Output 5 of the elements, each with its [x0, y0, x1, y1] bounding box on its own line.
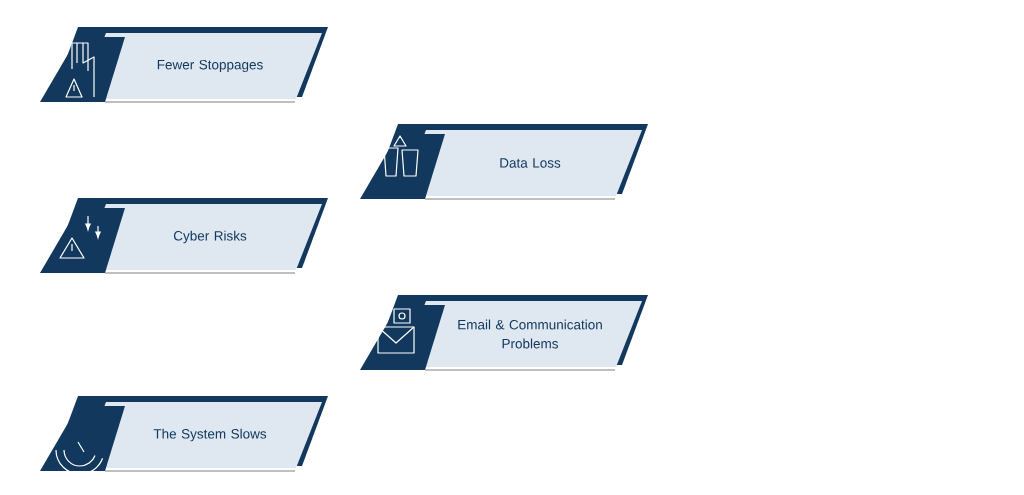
card: The System Slows — [40, 396, 328, 472]
card: Fewer Stoppages — [40, 27, 328, 103]
card: Data Loss — [360, 124, 648, 200]
card: Email & Communication Problems — [360, 295, 648, 371]
card: Cyber Risks — [40, 198, 328, 274]
